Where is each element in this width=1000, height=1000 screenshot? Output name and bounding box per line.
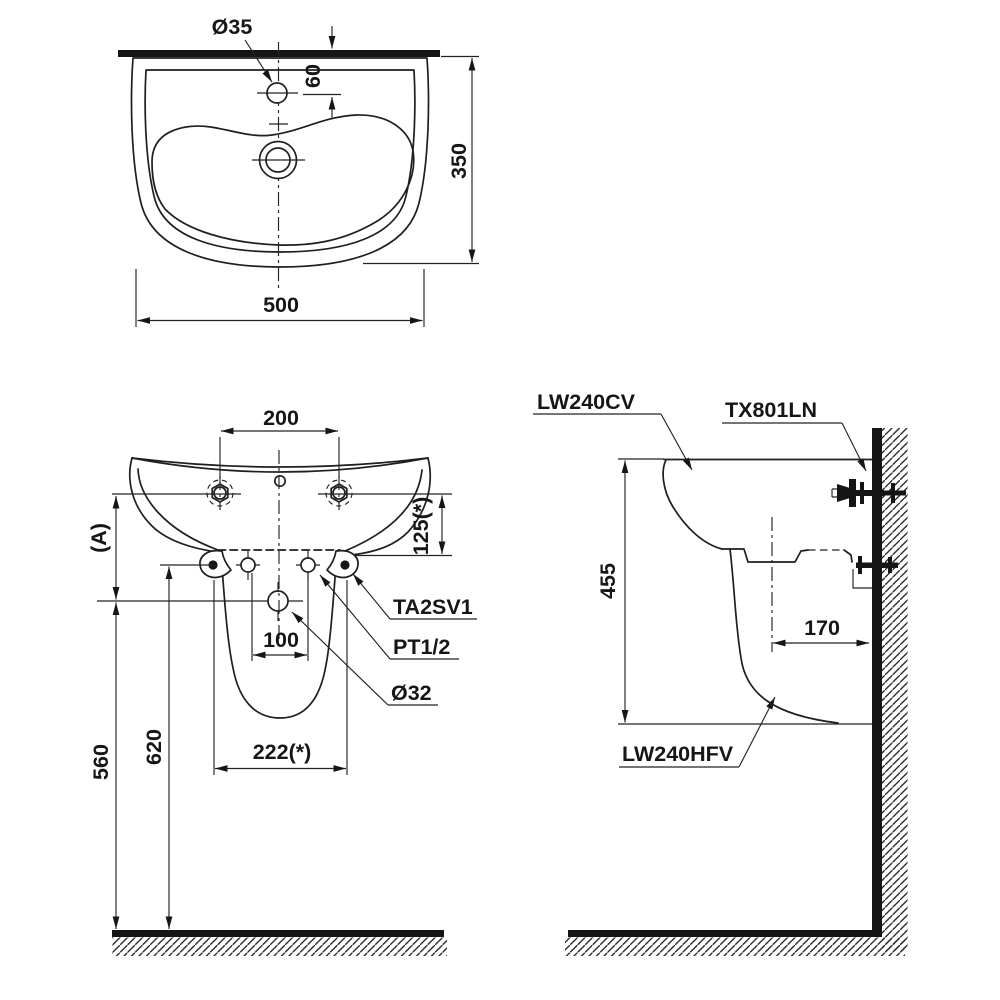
overflow-hole	[273, 474, 287, 488]
pedestal-outline	[220, 551, 338, 719]
faucet-mount-left	[206, 476, 234, 510]
dim-faucet-hole-label: Ø35	[212, 15, 253, 39]
basin-left-outer	[128, 457, 219, 553]
basin-label: LW240CV	[537, 390, 636, 414]
wall-hatch	[882, 428, 908, 951]
basin-right-outer	[354, 457, 431, 556]
dim-depth-label: 350	[447, 143, 471, 179]
anchor-bolt-right	[340, 560, 350, 570]
faucet-fixture	[831, 479, 906, 507]
drain-leader	[291, 611, 389, 706]
pedestal-profile	[729, 548, 839, 724]
pedestal-label: LW240HFV	[622, 742, 734, 766]
wall-bar	[872, 428, 882, 937]
supply-label: PT1/2	[393, 635, 450, 659]
basin-right-inner	[344, 469, 423, 552]
dim-anchor-spacing-label: 222(*)	[253, 740, 312, 764]
supply-leader	[319, 574, 391, 660]
rim-front-edge	[131, 457, 429, 468]
drain-outlet-fixture	[852, 556, 898, 589]
dim-hole-offset-label: 60	[301, 64, 325, 88]
dim-drain-offset-label: 170	[804, 616, 840, 640]
top-view: Ø35 60 350 500	[118, 15, 479, 327]
dim-supply-spacing-label: 100	[263, 628, 299, 652]
anchor-leader	[352, 573, 391, 620]
basin-underside-channel	[721, 548, 809, 563]
dim-rim-height-label: 125(*)	[409, 497, 433, 556]
dim-height-label: 455	[596, 563, 620, 599]
dim-width-label: 500	[263, 293, 299, 317]
floor-hatch-side	[565, 937, 905, 956]
side-view: 455 170 LW240CV TX801LN LW240HFV	[533, 390, 908, 956]
drain-label: Ø32	[391, 681, 432, 705]
faucet-mount-right	[325, 476, 353, 510]
front-view: 200 (A) 560 620 100 222(*) 125(*) TA2SV1…	[87, 406, 477, 956]
faucet-label: TX801LN	[725, 398, 817, 422]
drain-hole-front	[267, 590, 289, 612]
basin-outer-outline	[130, 57, 430, 268]
basin-bowl-outline	[151, 114, 415, 246]
dim-hole-spacing-label: 200	[263, 406, 299, 430]
basin-left-inner	[137, 468, 219, 551]
anchor-label: TA2SV1	[393, 595, 473, 619]
basin-label-leader	[660, 413, 693, 471]
floor-bar-side	[568, 930, 872, 937]
basin-front-profile	[662, 459, 723, 550]
supply-connection-left	[236, 551, 260, 580]
faucet-hole-leader	[244, 39, 273, 83]
drain-step	[843, 549, 853, 563]
pedestal-label-leader	[738, 696, 776, 768]
floor-bar-front	[112, 930, 444, 937]
dim-anchor-floor-label: 620	[142, 729, 166, 765]
dim-a-label: (A)	[87, 523, 111, 553]
floor-hatch-front	[112, 937, 447, 956]
faucet-label-leader	[841, 422, 867, 472]
rim-back-edge	[131, 457, 429, 473]
dim-drain-floor-label: 560	[89, 744, 113, 780]
